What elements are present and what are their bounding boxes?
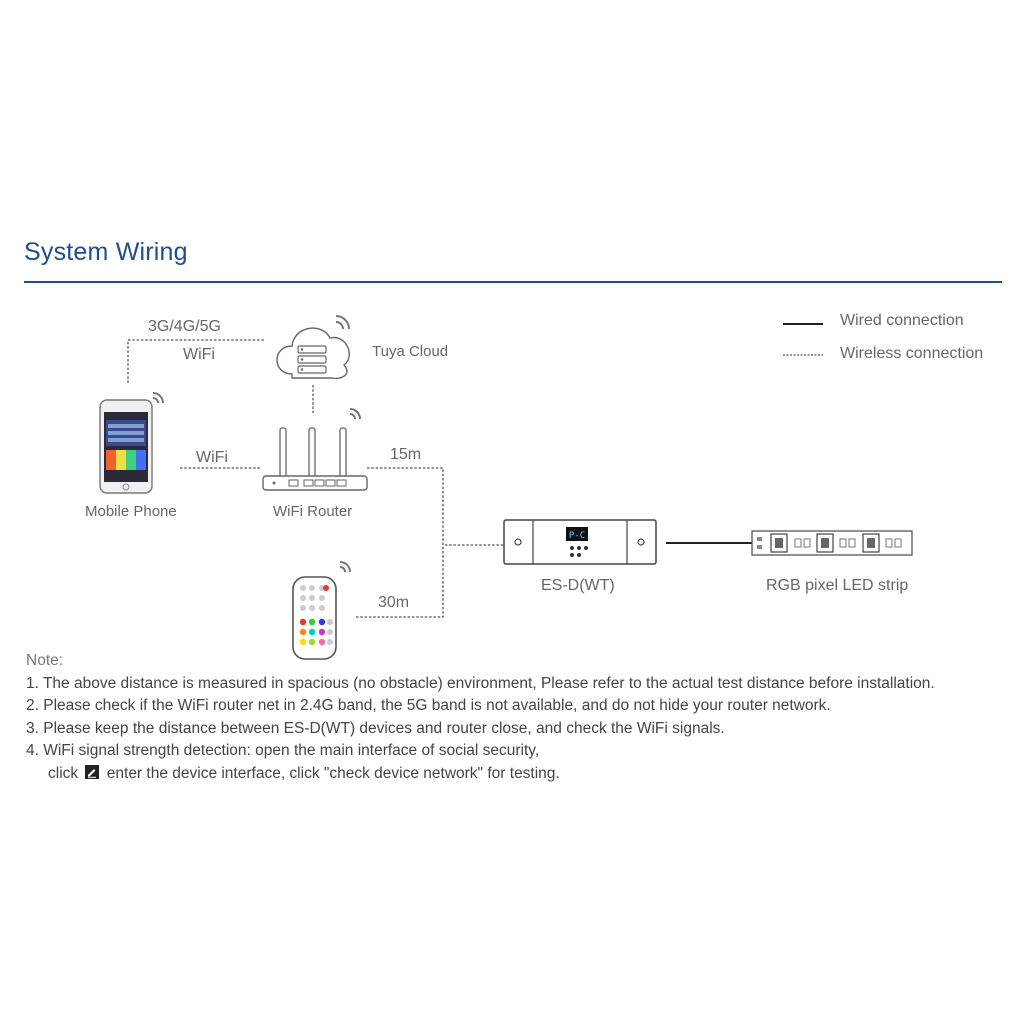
note-3: 3. Please keep the distance between ES-D… [26, 719, 725, 737]
notes-section: Note: 1. The above distance is measured … [26, 650, 935, 785]
cloud-signal-icon [335, 315, 350, 330]
controller-display: P-C [569, 531, 585, 541]
router-label: WiFi Router [273, 503, 353, 520]
controller-icon [503, 519, 657, 565]
edit-icon [85, 764, 100, 779]
strip-label: RGB pixel LED strip [766, 577, 909, 594]
cloud-icon [276, 327, 350, 380]
page-title: System Wiring [24, 238, 188, 266]
wifi-mid-label: WiFi [196, 449, 228, 466]
legend-wireless-label: Wireless connection [840, 345, 984, 362]
wifi-top-label: WiFi [183, 346, 215, 363]
controller-label: ES-D(WT) [541, 577, 615, 594]
note-1: 1. The above distance is measured in spa… [26, 674, 935, 692]
remote-controller-link [356, 545, 444, 618]
router-icon [262, 427, 368, 491]
led-strip-icon [751, 530, 913, 556]
legend-wired-label: Wired connection [840, 312, 964, 329]
phone-cloud-link [127, 339, 265, 383]
router-signal-icon [349, 408, 361, 420]
note-2: 2. Please check if the WiFi router net i… [26, 697, 831, 714]
note-4-click: click [48, 764, 79, 782]
phone-label: Mobile Phone [85, 503, 177, 520]
note-4: 4. WiFi signal strength detection: open … [26, 742, 540, 759]
wireless-connections [127, 339, 505, 618]
notes-heading: Note: [26, 652, 64, 669]
note-4-continued: click enter the device interface, click … [26, 763, 935, 786]
router-controller-link [367, 467, 505, 546]
mobile-network-label: 3G/4G/5G [148, 318, 221, 335]
cloud-label: Tuya Cloud [372, 343, 449, 360]
distance-router-label: 15m [390, 446, 422, 463]
phone-signal-icon [152, 392, 164, 404]
distance-remote-label: 30m [378, 594, 410, 611]
phone-icon [99, 399, 153, 494]
note-4-rest: enter the device interface, click "check… [106, 764, 560, 782]
remote-icon [292, 576, 337, 660]
remote-signal-icon [339, 561, 351, 573]
title-rule [24, 281, 1002, 283]
